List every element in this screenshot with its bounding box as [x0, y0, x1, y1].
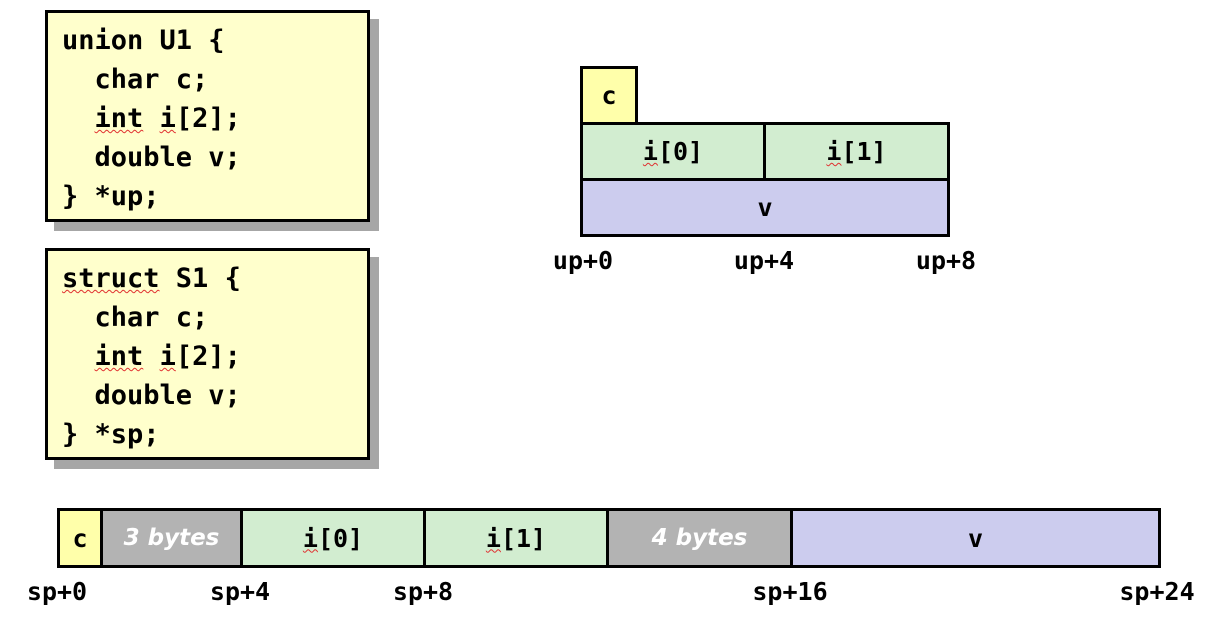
- union-cell-char-c: c: [580, 66, 638, 125]
- code-line: int i[2];: [94, 103, 241, 134]
- code-line: struct S1 {: [62, 263, 241, 294]
- code-line: char c;: [62, 64, 209, 95]
- code-line: } *up;: [62, 181, 160, 212]
- union-address-label-up0: up+0: [552, 246, 614, 275]
- struct-cell-int-i1: i[1]: [423, 508, 609, 568]
- union-cell-double-v: v: [580, 178, 950, 237]
- struct-cell-double-v: v: [790, 508, 1161, 568]
- struct-address-label-sp4: sp+4: [209, 577, 271, 606]
- code-line: union U1 {: [62, 25, 225, 56]
- union-address-label-up4: up+4: [733, 246, 795, 275]
- code-box-struct-s1: struct S1 { char c; int i[2]; double v; …: [45, 248, 370, 460]
- code-line: double v;: [62, 380, 241, 411]
- code-line: char c;: [62, 302, 209, 333]
- code-line: double v;: [62, 142, 241, 173]
- struct-address-label-sp16: sp+16: [752, 577, 828, 606]
- code-box-union-u1: union U1 { char c; int i[2]; double v; }…: [45, 10, 370, 222]
- union-address-label-up8: up+8: [915, 246, 977, 275]
- code-line: int i[2];: [94, 341, 241, 372]
- union-cell-int-i1: i[1]: [763, 122, 950, 181]
- struct-address-label-sp0: sp+0: [26, 577, 88, 606]
- struct-cell-char-c: c: [57, 508, 103, 568]
- struct-address-label-sp8: sp+8: [392, 577, 454, 606]
- code-line: } *sp;: [62, 419, 160, 450]
- struct-cell-padding-3-bytes: 3 bytes: [100, 508, 243, 568]
- union-cell-int-i0: i[0]: [580, 122, 766, 181]
- struct-address-label-sp24: sp+24: [1119, 577, 1195, 606]
- struct-cell-padding-4-bytes: 4 bytes: [606, 508, 793, 568]
- struct-cell-int-i0: i[0]: [240, 508, 426, 568]
